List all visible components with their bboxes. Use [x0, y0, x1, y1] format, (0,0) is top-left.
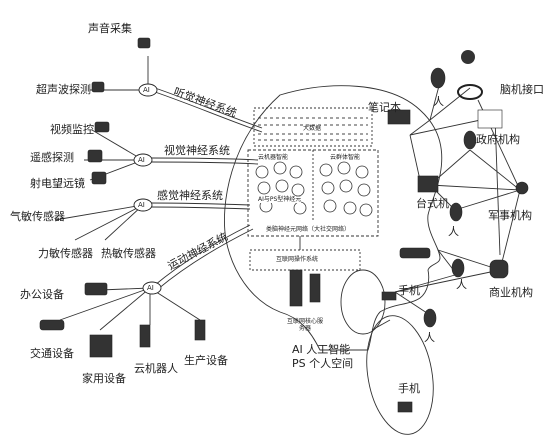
label-big-data: 大数据 — [303, 125, 322, 132]
label-internet-os: 互联网操作系统 — [276, 256, 319, 263]
phone-zoom-icon — [397, 401, 413, 413]
label-person-2: 人 — [448, 225, 459, 238]
label-production-equipment: 生产设备 — [184, 354, 228, 367]
label-video-monitor: 视频监控 — [50, 123, 94, 136]
motor-nerve — [154, 224, 251, 286]
label-thermal-sensor: 热敏传感器 — [101, 247, 156, 260]
sensory-hub — [133, 198, 153, 212]
vr-glasses-icon — [399, 247, 431, 259]
label-ultrasonic: 超声波探测 — [36, 83, 91, 96]
microphone-icon — [137, 37, 151, 49]
label-transport-equipment: 交通设备 — [30, 347, 74, 360]
printer-icon — [84, 282, 108, 296]
motor-hub-label: AI — [147, 284, 154, 292]
label-office-equipment: 办公设备 — [20, 288, 64, 301]
label-bci: 脑机接口 — [500, 83, 544, 96]
bci-head-icon — [461, 50, 475, 64]
label-commerce: 商业机构 — [489, 286, 533, 299]
label-person-4: 人 — [424, 331, 435, 344]
money-bag-icon — [489, 259, 509, 279]
auditory-hub — [138, 83, 158, 97]
telescope-icon — [91, 171, 107, 185]
label-visual-nerve: 视觉神经系统 — [164, 144, 230, 157]
bci-ring-icon — [457, 84, 483, 100]
label-remote-sensing: 遥感探测 — [30, 151, 74, 164]
label-mobile: 手机 — [398, 284, 420, 297]
person-icon-5 — [423, 308, 437, 328]
person-icon-2 — [463, 130, 477, 150]
person-icon-4 — [451, 258, 465, 278]
desktop-icon — [417, 175, 439, 193]
legend-ai: AI 人工智能 — [292, 343, 351, 356]
neuron-network — [255, 161, 373, 217]
label-person-1: 人 — [433, 95, 444, 108]
server-icon-2 — [309, 273, 321, 303]
ultrasonic-icon — [91, 81, 105, 93]
sensory-nerve — [149, 202, 251, 206]
label-gas-sensor: 气敏传感器 — [10, 210, 65, 223]
government-icon — [477, 109, 503, 129]
label-cloud-group: 云群体智能 — [330, 154, 361, 161]
label-neural-network: 类脑神经元网络（大社交网络） — [266, 226, 351, 233]
label-military: 军事机构 — [488, 209, 532, 222]
label-laptop: 笔记本 — [368, 101, 401, 114]
auditory-nerve — [154, 87, 263, 129]
robot-icon — [139, 324, 151, 348]
visual-hub — [133, 153, 153, 167]
appliance-icon — [89, 334, 113, 358]
label-cloud-machine: 云机器智能 — [258, 154, 289, 161]
laptop-icon — [387, 109, 411, 125]
label-ai-ps-neurons: AI与PS型神经元 — [258, 196, 302, 203]
person-icon-3 — [449, 202, 463, 222]
label-sound-capture: 声音采集 — [88, 22, 132, 35]
label-desktop: 台式机 — [416, 197, 449, 210]
remote-sensor-icon — [87, 149, 103, 163]
label-core-servers: 互联网核心服务器 — [286, 318, 323, 332]
auditory-hub-label: AI — [143, 86, 150, 94]
legend-ps: PS 个人空间 — [292, 357, 354, 370]
label-force-sensor: 力敏传感器 — [38, 247, 93, 260]
pump-icon — [194, 319, 206, 341]
head-outline — [224, 85, 443, 351]
sensory-hub-label: AI — [138, 201, 145, 209]
label-home-equipment: 家用设备 — [82, 372, 126, 385]
phone-icon — [381, 291, 397, 301]
visual-hub-label: AI — [138, 156, 145, 164]
label-gov: 政府机构 — [476, 133, 520, 146]
label-cloud-robot: 云机器人 — [134, 362, 178, 375]
military-icon — [515, 181, 529, 195]
visual-nerve — [149, 157, 259, 161]
label-person-3: 人 — [456, 278, 467, 291]
motor-hub — [142, 281, 162, 295]
camera-icon — [94, 121, 110, 133]
person-head-icon — [430, 67, 446, 89]
label-sensory-nerve: 感觉神经系统 — [157, 189, 223, 202]
car-icon — [39, 319, 65, 331]
server-icon — [289, 269, 303, 307]
label-radio-telescope: 射电望远镜 — [30, 177, 85, 190]
label-mobile-zoom: 手机 — [398, 382, 420, 395]
